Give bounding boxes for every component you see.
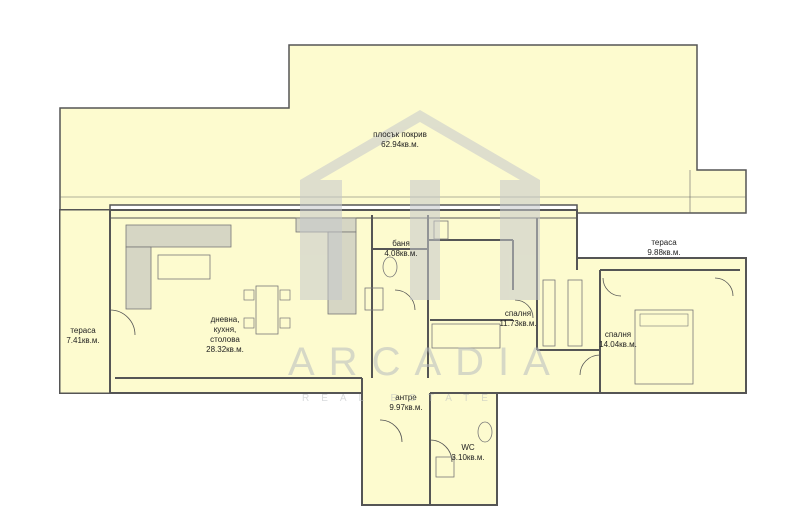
bed xyxy=(634,309,694,385)
arcadia-logo xyxy=(300,110,540,300)
watermark-brand: ARCADIA xyxy=(288,340,564,384)
coffee-table xyxy=(157,254,211,280)
watermark-sub: REAL ESTATE xyxy=(302,393,500,404)
dining-table xyxy=(255,285,279,335)
sofa xyxy=(125,224,232,248)
left-terrace xyxy=(59,209,111,394)
